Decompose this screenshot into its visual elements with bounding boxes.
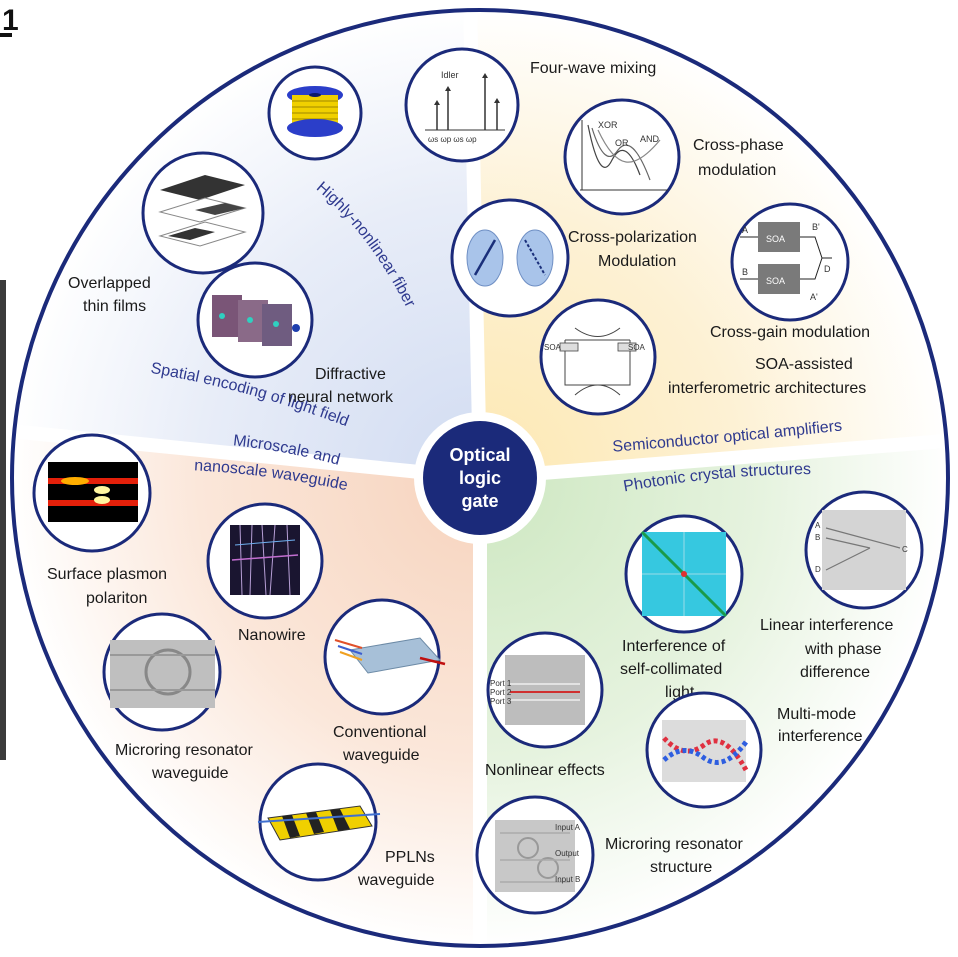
label-microring-structure-1: Microring resonator — [605, 836, 744, 853]
label-overlapped-1: Overlapped — [68, 275, 151, 292]
lin-b-label: B — [815, 533, 820, 542]
mrr-input-a: Input A — [555, 823, 581, 832]
fwm-ticks-label: ωs ωp ωs ωp — [428, 135, 477, 144]
nl-port1-label: Port 1 — [490, 679, 512, 688]
thumb-microring-structure: Input A Output Input B — [475, 795, 595, 915]
xgm-a-label: A — [742, 225, 748, 235]
thumb-four-wave-mixing: Idler ωs ωp ωs ωp — [404, 47, 520, 163]
xgm-soa-bottom: SOA — [766, 276, 785, 286]
label-conventional-1: Conventional — [333, 724, 426, 741]
label-multimode-1: Multi-mode — [777, 706, 856, 723]
xgm-aprime-label: A' — [810, 292, 818, 302]
label-cross-polarization-2: Modulation — [598, 253, 676, 270]
label-spp-2: polariton — [86, 590, 147, 607]
lin-d-label: D — [815, 565, 821, 574]
thumb-linear-interference: A B C D — [804, 490, 924, 610]
mrr-output: Output — [555, 849, 580, 858]
center-line1: Optical — [449, 445, 510, 465]
label-conventional-2: waveguide — [342, 747, 420, 764]
soa-interf-right-soa: SOA — [628, 343, 646, 352]
label-overlapped-2: thin films — [83, 298, 146, 315]
label-spp-1: Surface plasmon — [47, 566, 167, 583]
thumb-cross-phase-modulation: XOR OR AND — [563, 98, 681, 216]
label-cross-gain: Cross-gain modulation — [710, 324, 870, 341]
label-cross-phase-2: modulation — [698, 162, 776, 179]
soa-interf-left-soa: SOA — [544, 343, 562, 352]
fwm-idler-label: Idler — [441, 70, 459, 80]
xgm-d-label: D — [824, 264, 831, 274]
label-linear-1: Linear interference — [760, 617, 894, 634]
center-node: Optical logic gate — [414, 412, 546, 544]
corner-mark-text: 1 — [2, 4, 19, 37]
center-line2: logic — [459, 468, 501, 488]
label-multimode-2: interference — [778, 728, 863, 745]
lin-a-label: A — [815, 521, 821, 530]
thumb-multimode — [645, 691, 763, 809]
thumb-nanowire — [206, 502, 324, 620]
thumb-self-collimated — [624, 514, 744, 634]
xpm-xor-label: XOR — [598, 120, 618, 130]
thumb-cross-gain-modulation: SOA SOA A B B' D A' — [730, 202, 850, 322]
nl-port2-label: Port 2 — [490, 688, 512, 697]
label-microring-structure-2: structure — [650, 859, 712, 876]
label-self-coll-1: Interference of — [622, 638, 726, 655]
thumb-surface-plasmon — [32, 433, 152, 553]
xgm-soa-top: SOA — [766, 234, 785, 244]
label-microring-wg-1: Microring resonator — [115, 742, 254, 759]
label-diffractive-2: neural network — [288, 389, 394, 406]
label-soa-assisted-2: interferometric architectures — [668, 380, 866, 397]
label-linear-3: difference — [800, 664, 870, 681]
label-cross-polarization-1: Cross-polarization — [568, 229, 697, 246]
xpm-or-label: OR — [615, 138, 629, 148]
label-nonlinear: Nonlinear effects — [485, 762, 605, 779]
label-ppln-2: waveguide — [357, 872, 435, 889]
label-self-coll-2: self-collimated — [620, 661, 722, 678]
thumb-nonlinear-effects: Port 1 Port 2 Port 3 — [486, 631, 604, 749]
label-cross-phase-1: Cross-phase — [693, 137, 784, 154]
corner-mark: 1 — [0, 4, 19, 760]
label-four-wave-mixing: Four-wave mixing — [530, 60, 656, 77]
thumb-cross-polarization — [450, 198, 570, 318]
thumb-diffractive-nn — [196, 261, 314, 379]
label-soa-assisted-1: SOA-assisted — [755, 356, 853, 373]
label-diffractive-1: Diffractive — [315, 366, 386, 383]
label-linear-2: with phase — [804, 641, 882, 658]
xpm-and-label: AND — [640, 134, 660, 144]
label-ppln-1: PPLNs — [385, 849, 435, 866]
lin-c-label: C — [902, 545, 908, 554]
label-microring-wg-2: waveguide — [151, 765, 229, 782]
thumb-microring-waveguide — [102, 612, 222, 732]
mrr-input-b: Input B — [555, 875, 580, 884]
xgm-bprime-label: B' — [812, 222, 820, 232]
nl-port3-label: Port 3 — [490, 697, 512, 706]
outer-ring — [10, 8, 950, 948]
thumb-ppln-waveguide — [257, 762, 381, 882]
xgm-b-label: B — [742, 267, 748, 277]
center-line3: gate — [461, 491, 498, 511]
thumb-soa-interferometric: SOA SOA — [539, 298, 657, 416]
label-nanowire: Nanowire — [238, 627, 306, 644]
thumb-conventional-waveguide — [323, 598, 446, 716]
thumb-thin-films — [141, 151, 265, 275]
thumb-fiber-spool — [267, 65, 363, 161]
